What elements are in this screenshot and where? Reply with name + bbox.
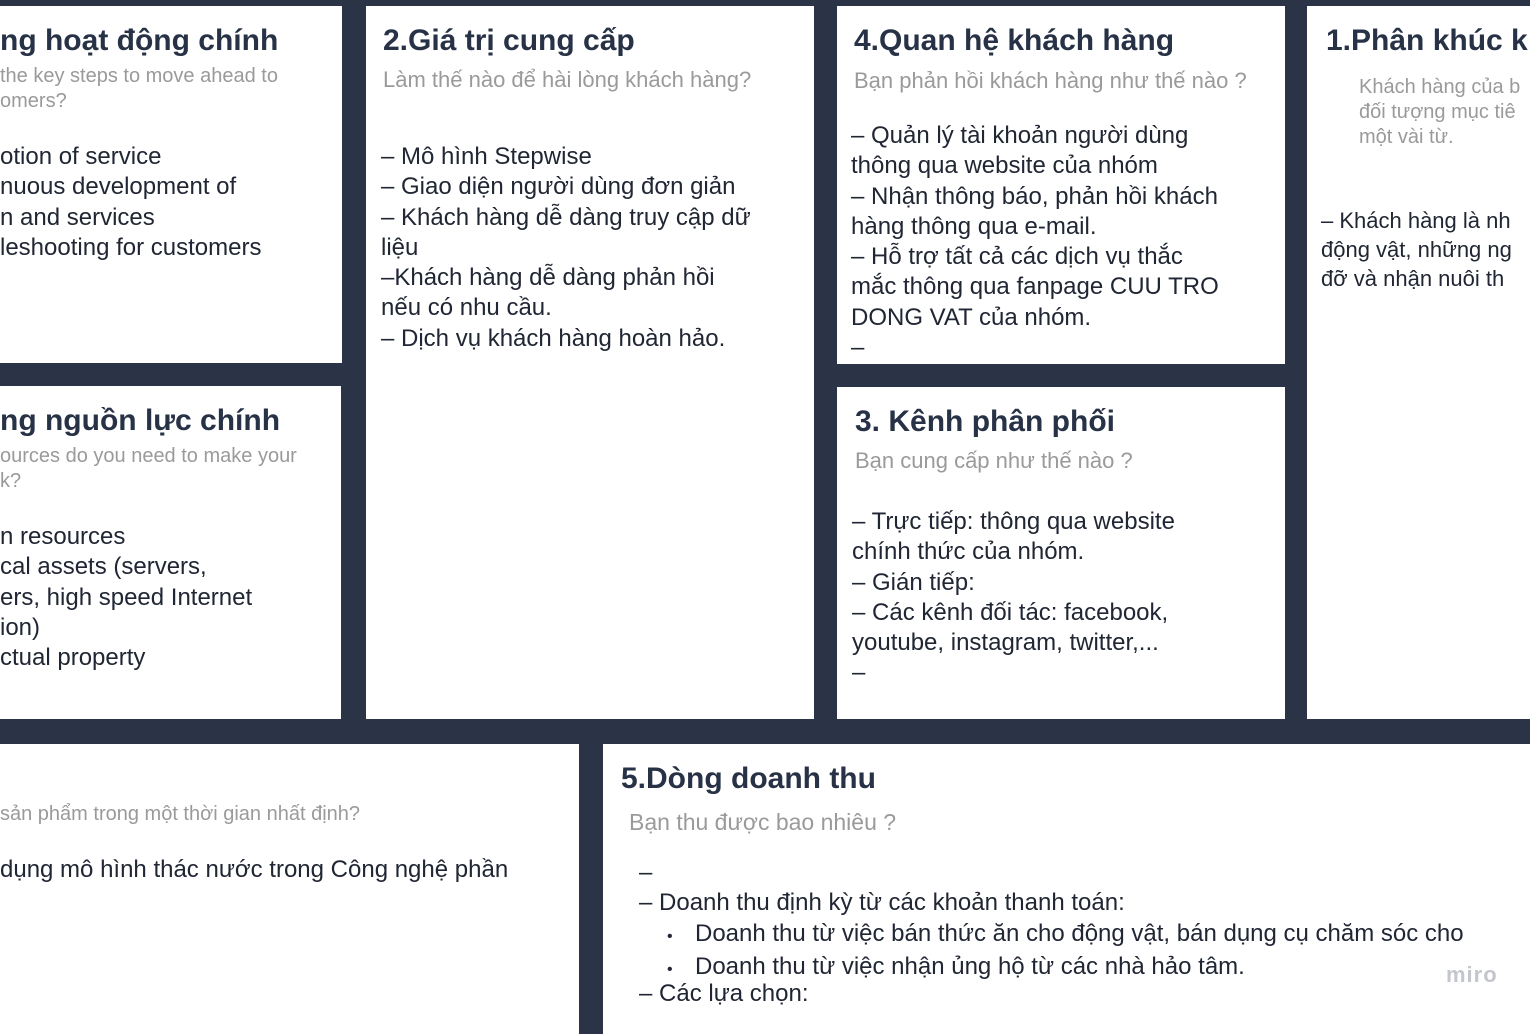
value-proposition-title: 2.Giá trị cung cấp [383, 24, 635, 57]
list-item: n resources [0, 523, 126, 550]
list-item: – Quản lý tài khoản người dùng [851, 122, 1189, 149]
value-proposition-card[interactable]: 2.Giá trị cung cấp Làm thế nào để hài lò… [366, 6, 814, 719]
question-line: omers? [0, 90, 67, 112]
list-item: – Mô hình Stepwise [381, 143, 592, 170]
customer-relationships-title: 4.Quan hệ khách hàng [854, 24, 1175, 57]
channels-card[interactable]: 3. Kênh phân phối Bạn cung cấp như thế n… [837, 387, 1285, 719]
question-line: the key steps to move ahead to [0, 65, 278, 87]
list-item: – Doanh thu định kỳ từ các khoản thanh t… [639, 889, 1125, 917]
customer-relationships-question: Bạn phản hồi khách hàng như thế nào ? [854, 68, 1247, 93]
key-resources-list: n resources cal assets (servers, ers, hi… [0, 522, 252, 673]
list-item: hàng thông qua e-mail. [851, 212, 1097, 240]
customer-relationships-card[interactable]: 4.Quan hệ khách hàng Bạn phản hồi khách … [837, 6, 1285, 364]
list-item: – Trực tiếp: thông qua website [852, 508, 1175, 535]
cost-structure-card[interactable]: sản phẩm trong một thời gian nhất định? … [0, 744, 579, 1034]
list-item: n and services [0, 203, 155, 231]
list-item: – Khách hàng dễ dàng truy cập dữ [381, 203, 751, 231]
list-item: ion) [0, 613, 41, 641]
list-item: ctual property [0, 644, 146, 672]
customer-segments-card[interactable]: 1.Phân khúc k Khách hàng của b đối tượng… [1307, 6, 1530, 719]
bullet-item: • Doanh thu từ việc bán thức ăn cho động … [639, 919, 1464, 952]
miro-watermark: miro [1446, 962, 1498, 987]
list-item: – Dịch vụ khách hàng hoàn hảo. [381, 324, 726, 352]
cost-structure-question: sản phẩm trong một thời gian nhất định? [0, 803, 361, 825]
list-item: DONG VAT của nhóm. [851, 303, 1092, 331]
revenue-streams-question: Bạn thu được bao nhiêu ? [629, 809, 897, 835]
bullet-item: • Doanh thu từ việc nhận ủng hộ từ các nh… [639, 952, 1464, 985]
list-item: ers, high speed Internet [0, 583, 253, 611]
key-resources-card[interactable]: ng nguồn lực chính ources do you need to… [0, 386, 341, 719]
list-item: cal assets (servers, [0, 553, 207, 581]
list-item: – [639, 859, 653, 886]
question-line: Khách hàng của b [1359, 76, 1521, 98]
list-item: – Hỗ trợ tất cả các dịch vụ thắc [851, 243, 1183, 271]
revenue-streams-title: 5.Dòng doanh thu [621, 762, 876, 795]
key-activities-card[interactable]: ng hoạt động chính the key steps to move… [0, 6, 342, 363]
revenue-streams-list: – – Doanh thu định kỳ từ các khoản thanh… [639, 858, 1464, 985]
list-item: thông qua website của nhóm [851, 152, 1158, 180]
question-line: đối tượng mục tiê [1359, 101, 1516, 123]
key-activities-list: otion of service nuous development of n … [0, 142, 261, 263]
list-item: – [852, 659, 866, 687]
channels-question: Bạn cung cấp như thế nào ? [855, 448, 1133, 473]
list-item: – [851, 334, 865, 362]
list-item: nuous development of [0, 173, 237, 201]
list-item: liệu [381, 233, 419, 261]
customer-segments-title: 1.Phân khúc k [1326, 24, 1528, 57]
list-item: đỡ và nhận nuôi th [1321, 266, 1505, 291]
revenue-options-line: – Các lựa chọn: [639, 980, 809, 1007]
key-activities-question: the key steps to move ahead to omers? [0, 64, 278, 114]
channels-list: – Trực tiếp: thông qua website chính thứ… [852, 507, 1175, 689]
list-item: dụng mô hình thác nước trong Công nghệ p… [0, 856, 509, 883]
list-item: – Các kênh đối tác: facebook, [852, 598, 1169, 626]
question-line: k? [0, 470, 22, 492]
list-item: – Giao diện người dùng đơn giản [381, 173, 736, 201]
list-item: chính thức của nhóm. [852, 538, 1085, 566]
customer-segments-question: Khách hàng của b đối tượng mục tiê một v… [1359, 75, 1520, 150]
bullet-text: Doanh thu từ việc nhận ủng hộ từ các nhà… [695, 952, 1245, 980]
question-line: ources do you need to make your [0, 445, 297, 467]
list-item: youtube, instagram, twitter,... [852, 629, 1159, 657]
customer-segments-list: – Khách hàng là nh động vật, những ng đỡ… [1321, 206, 1512, 293]
bullet-glyph: • [667, 927, 673, 945]
value-proposition-question: Làm thế nào để hài lòng khách hàng? [383, 67, 752, 92]
list-item: –Khách hàng dễ dàng phản hồi [381, 264, 715, 292]
key-resources-question: ources do you need to make your k? [0, 444, 297, 494]
list-item: – Khách hàng là nh [1321, 208, 1511, 233]
key-activities-title: ng hoạt động chính [0, 24, 279, 57]
revenue-streams-card[interactable]: 5.Dòng doanh thu Bạn thu được bao nhiêu … [603, 744, 1530, 1034]
customer-relationships-list: – Quản lý tài khoản người dùng thông qua… [851, 121, 1219, 363]
channels-title: 3. Kênh phân phối [855, 405, 1115, 438]
bullet-text: Doanh thu từ việc bán thức ăn cho động v… [695, 919, 1464, 947]
cost-structure-list: dụng mô hình thác nước trong Công nghệ p… [0, 855, 508, 885]
list-item: leshooting for customers [0, 233, 262, 261]
key-resources-title: ng nguồn lực chính [0, 404, 281, 437]
value-proposition-list: – Mô hình Stepwise – Giao diện người dùn… [381, 142, 751, 354]
list-item: mắc thông qua fanpage CUU TRO [851, 273, 1219, 301]
bullet-glyph: • [667, 960, 673, 978]
list-item: – Gián tiếp: [852, 568, 975, 596]
list-item: otion of service [0, 143, 162, 170]
list-item: – Nhận thông báo, phản hồi khách [851, 182, 1218, 210]
list-item: động vật, những ng [1321, 237, 1512, 262]
list-item: nếu có nhu cầu. [381, 294, 552, 322]
question-line: một vài từ. [1359, 126, 1454, 148]
